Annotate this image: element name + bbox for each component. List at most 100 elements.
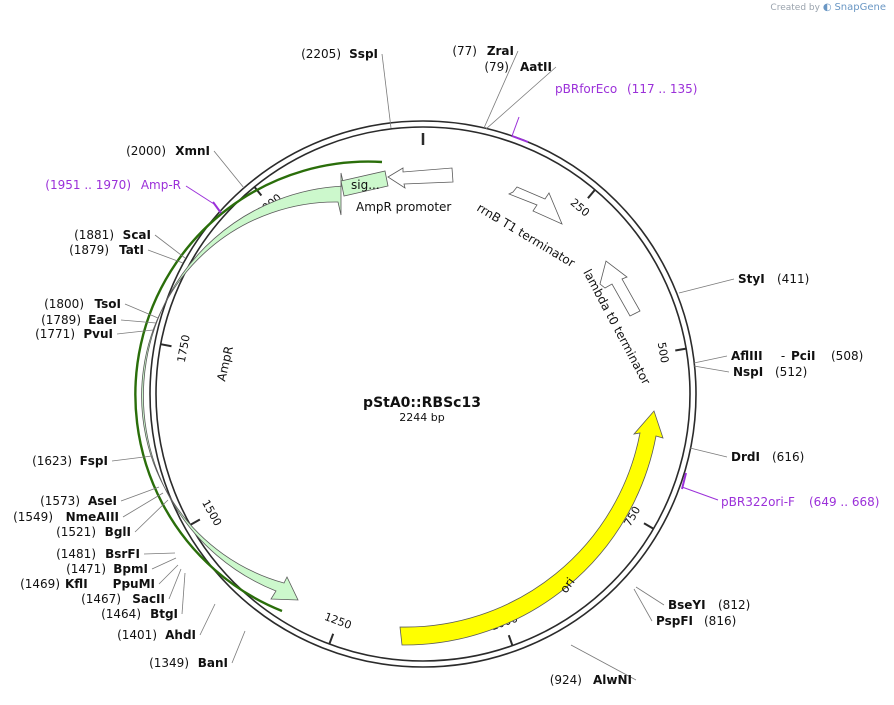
site-name[interactable]: FspI [80,454,108,468]
site-name[interactable]: BsrFI [105,547,140,561]
site-name[interactable]: DrdI [731,450,760,464]
feature-label-sig[interactable]: sig... [351,178,380,192]
site-leader [570,644,637,681]
restriction-site[interactable]: PspFI(816) [656,614,736,628]
feature-label-ampr-promoter[interactable]: AmpR promoter [356,200,451,214]
restriction-site[interactable]: FspI(1623) [32,454,108,468]
restriction-site[interactable]: BpmI (1471) [66,562,148,576]
site-name[interactable]: EaeI [88,313,117,327]
restriction-site[interactable]: AseI (1573) [40,494,117,508]
site-name[interactable]: NmeAIII [66,510,119,524]
restriction-site[interactable]: PvuI (1771) [35,327,113,341]
site-leader [181,572,186,615]
site-name-secondary[interactable]: PpuMI [113,577,155,591]
site-name-secondary[interactable]: PciI [791,349,816,363]
backbone-outer-strand [149,120,697,668]
site-name[interactable]: PvuI [83,327,113,341]
site-name[interactable]: SspI [349,47,378,61]
site-name[interactable]: AflIII [731,349,763,363]
restriction-site[interactable]: BseYI (812) [668,598,750,612]
site-name[interactable]: BpmI [113,562,148,576]
tick-mark [253,186,263,197]
restriction-site[interactable]: BtgI(1464) [101,607,178,621]
primer-bar-pbrforeco[interactable] [511,135,529,143]
restriction-site[interactable]: AlwNI(924) [550,673,632,687]
backbone-inner-strand [155,126,691,662]
ampr-selection-outline [134,160,383,613]
site-name[interactable]: AhdI [165,628,196,642]
feature-ori-arrow[interactable] [399,410,664,646]
site-position: (1771) [35,327,75,341]
restriction-site[interactable]: NmeAIII (1549) [13,510,119,524]
restriction-site[interactable]: ZraI(77) [452,44,514,58]
site-name[interactable]: AatII [520,60,552,74]
site-position: (79) [484,60,509,74]
site-name[interactable]: NspI [733,365,763,379]
primer-name[interactable]: pBRforEco [555,82,617,96]
site-name[interactable]: BglI [105,525,131,539]
restriction-site[interactable]: BanI(1349) [149,656,228,670]
site-leader [693,365,730,373]
site-position: (1573) [40,494,80,508]
site-position: (1549) [13,510,53,524]
feature-signal-peptide[interactable] [340,170,389,197]
restriction-site[interactable]: DrdI(616) [731,450,804,464]
site-name[interactable]: TsoI [95,297,121,311]
site-name[interactable]: SacII [132,592,165,606]
features-layer [134,160,664,646]
site-name[interactable]: XmnI [175,144,210,158]
tick-label: 1750 [175,334,193,364]
site-name[interactable]: AseI [88,494,117,508]
site-leader [483,50,519,129]
restriction-site[interactable]: AflIII - PciI(508) [731,349,863,363]
feature-ampr-promoter-arrow[interactable] [387,167,454,189]
primer-name[interactable]: pBR322ori-F [721,495,795,509]
site-name[interactable]: ScaI [123,228,151,242]
site-position: (411) [777,272,809,286]
site-name[interactable]: TatI [119,243,144,257]
restriction-site[interactable]: EaeI(1789) [41,313,117,327]
site-position: (1471) [66,562,106,576]
primer-label[interactable]: Amp-R(1951 .. 1970) [45,178,181,192]
primer-bar-ampr[interactable] [212,201,222,214]
restriction-site[interactable]: NspI(512) [733,365,807,379]
plasmid-name: pStA0::RBSc13 [363,395,481,411]
feature-rrnb-terminator-arrow[interactable] [508,186,563,225]
restriction-site[interactable]: TsoI(1800) [44,297,121,311]
restriction-site[interactable]: SspI (2205) [301,47,378,61]
primer-name[interactable]: Amp-R [141,178,181,192]
restriction-site[interactable]: ScaI(1881) [74,228,151,242]
site-name[interactable]: BanI [198,656,228,670]
site-name[interactable]: BtgI [150,607,178,621]
site-name[interactable]: BseYI [668,598,706,612]
site-name[interactable]: AlwNI [593,673,632,687]
site-position: (2205) [301,47,341,61]
primer-label[interactable]: pBRforEco(117 .. 135) [555,82,697,96]
restriction-site[interactable]: TatI(1879) [69,243,144,257]
site-leader [213,150,245,189]
restriction-site[interactable]: BsrFI(1481) [56,547,140,561]
primer-bar-pbr322ori[interactable] [681,472,687,490]
restriction-site[interactable]: StyI (411) [738,272,809,286]
feature-label-rrnb-terminator[interactable]: rrnB T1 terminator [474,201,577,271]
feature-lambda-terminator-arrow[interactable] [599,260,641,317]
site-leader [678,278,735,294]
site-name[interactable]: StyI [738,272,765,286]
site-position: (812) [718,598,750,612]
restriction-site[interactable]: KflI - PpuMI(1469) [20,577,155,591]
site-position: (1467) [81,592,121,606]
restriction-site[interactable]: AhdI(1401) [117,628,196,642]
restriction-site[interactable]: XmnI(2000) [126,144,210,158]
site-name[interactable]: KflI [65,577,88,591]
restriction-site[interactable]: AatII (79) [484,60,552,74]
restriction-site[interactable]: BglI(1521) [56,525,131,539]
site-name[interactable]: ZraI [487,44,514,58]
feature-ampr-arrow[interactable] [141,172,345,601]
feature-label-ampr[interactable]: AmpR [214,345,236,383]
site-leader [199,603,216,636]
restriction-site[interactable]: SacII (1467) [81,592,165,606]
primer-label[interactable]: pBR322ori-F(649 .. 668) [721,495,879,509]
site-name[interactable]: PspFI [656,614,693,628]
tick-label: 500 [655,341,671,364]
